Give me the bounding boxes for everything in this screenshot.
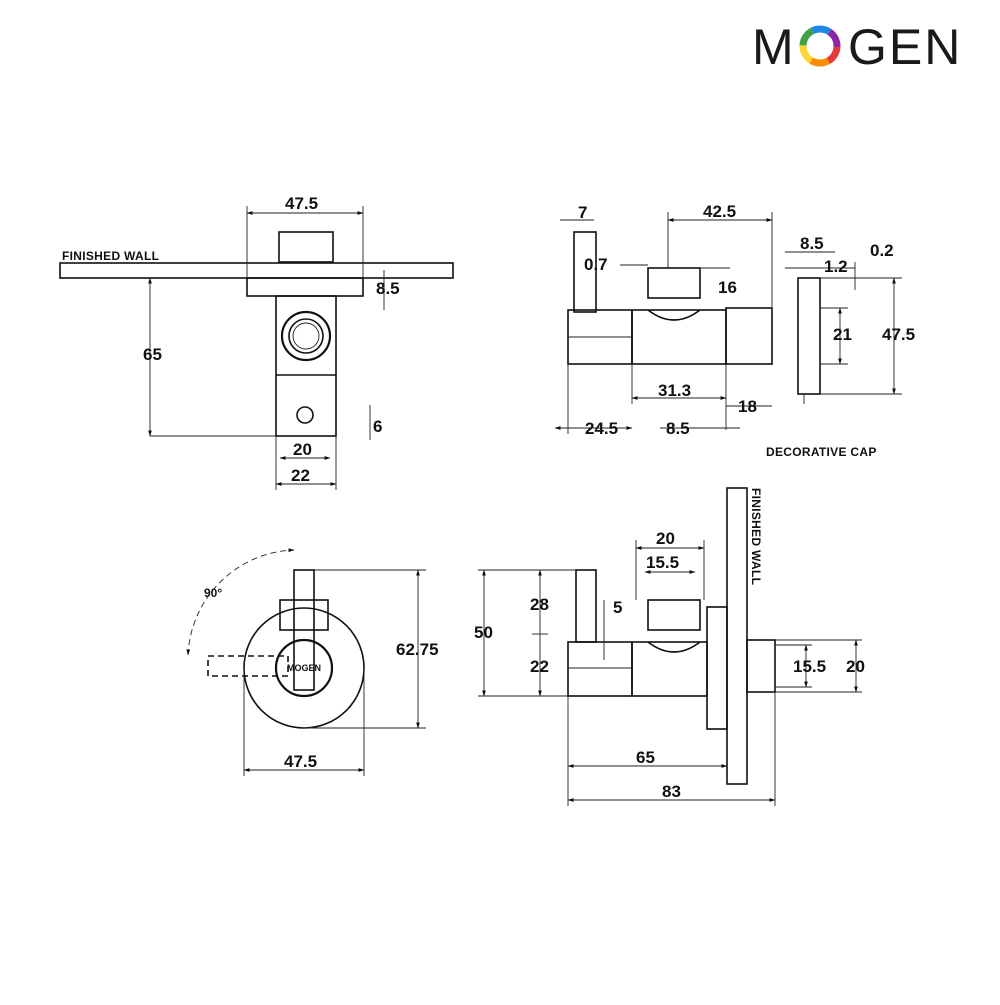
dim-label: 0.2 [870,241,894,260]
dim-label: 22 [530,657,549,676]
outlet-ring [280,310,332,362]
dim-label: 31.3 [658,381,691,400]
dim-label: 7 [578,203,587,222]
threaded-outlet [746,639,776,693]
dim-label: 47.5 [882,325,915,344]
decorative-cap-label: DECORATIVE CAP [766,445,877,459]
threaded-inlet [278,231,334,263]
dim-label: 15.5 [646,553,679,572]
dim-label: 21 [833,325,852,344]
valve-head [567,641,633,697]
dim-label: 24.5 [585,419,618,438]
dim-label: 0.7 [584,255,608,274]
dim-label: 22 [291,466,310,485]
dim-label: 1.2 [824,257,848,276]
cover-plate [706,606,728,730]
handle-rotated [207,655,289,677]
threaded-inlet [279,599,329,631]
brand-logo: M GEN [752,19,962,75]
dim-label: 50 [474,623,493,642]
threaded-outlet [725,307,773,365]
dim-label: 65 [636,748,655,767]
logo-o-ring [799,25,841,67]
finished-wall-section [59,262,454,279]
view-side-bottom: FINISHED WALL 20 15.5 28 22 5 50 15.5 20… [474,487,865,806]
dim-label: 15.5 [793,657,826,676]
decorative-cap-view: 8.5 1.2 0.2 21 47.5 DECORATIVE CAP [766,234,915,459]
handle [575,569,597,643]
dim-label: 47.5 [284,752,317,771]
dim-label: 18 [738,397,757,416]
dim-label: 8.5 [376,279,400,298]
logo-letters-gen: GEN [848,19,962,75]
dim-label: 65 [143,345,162,364]
threaded-inlet [647,599,701,631]
dim-label: 28 [530,595,549,614]
rotation-angle-label: 90° [204,586,222,600]
valve-cap [274,638,334,698]
finished-wall-label: FINISHED WALL [62,249,159,263]
valve-body [631,309,727,365]
view-front-top: FINISHED WALL 47.5 8.5 65 6 20 22 [59,194,454,490]
valve-body [275,295,337,437]
cover-plate [246,277,364,297]
dim-label: 83 [662,782,681,801]
dim-label: 62.75 [396,640,439,659]
finished-wall-label: FINISHED WALL [749,488,763,585]
view-side-top: 7 42.5 0.7 16 31.3 18 24.5 8.5 [554,202,773,438]
dim-label: 20 [293,440,312,459]
body-logo-text: MOGEN [287,663,321,673]
rotation-arc [186,548,295,656]
decorative-cap [797,277,821,395]
dim-label: 6 [373,417,382,436]
valve-body [631,641,708,697]
logo-letter-m: M [752,19,796,75]
dim-label: 16 [718,278,737,297]
dim-label: 8.5 [800,234,824,253]
hole [296,406,314,424]
dim-label: 42.5 [703,202,736,221]
handle [573,231,597,313]
threaded-inlet [647,267,701,299]
dim-label: 20 [846,657,865,676]
dim-label: 20 [656,529,675,548]
dim-label: 47.5 [285,194,318,213]
finished-wall-section [726,487,748,785]
dim-label: 8.5 [666,419,690,438]
dim-label: 5 [613,598,622,617]
view-end-bottom: MOGEN 90° 62.75 47.5 [186,548,439,776]
